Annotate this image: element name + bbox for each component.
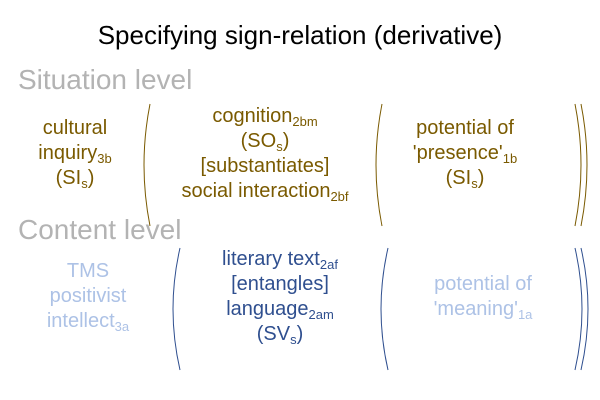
- subscript: 2am: [308, 307, 334, 322]
- subscript: 3b: [97, 151, 112, 166]
- subscript: 3a: [114, 319, 130, 334]
- subscript: 2bm: [292, 114, 318, 129]
- subscript: 2af: [319, 257, 338, 272]
- term-line: literary text2af: [222, 248, 338, 272]
- term-line: potential of: [416, 117, 514, 139]
- term-line: (SIs): [55, 167, 95, 191]
- term-line: [substantiates]: [200, 155, 330, 177]
- situation-interpretant: cultural inquiry3b(SIs): [38, 116, 111, 191]
- content-left-paren: [172, 247, 181, 371]
- term-line: intellect3a: [46, 310, 130, 334]
- term-line: social interaction2bf: [181, 180, 349, 204]
- term-line: (SIs): [445, 167, 485, 191]
- content-inner-paren: [380, 247, 389, 371]
- content-sign: potential of 'meaning'1a: [434, 272, 533, 322]
- term-line: 'presence'1b: [412, 142, 518, 166]
- subscript: 2bf: [330, 189, 349, 204]
- situation-object: cognition2bm(SOs)[substantiates] social i…: [181, 104, 348, 204]
- subscript: s: [81, 176, 88, 191]
- content-interpretant: TMS positivist intellect3a: [47, 259, 129, 334]
- term-line: [entangles]: [231, 273, 329, 295]
- term-line: 'meaning'1a: [433, 298, 533, 322]
- content-right-paren-2: [580, 247, 589, 371]
- term-line: TMS: [66, 260, 110, 282]
- term-line: (SVs): [256, 323, 304, 347]
- subscript: s: [276, 139, 283, 154]
- term-line: potential of: [434, 273, 532, 295]
- subscript: s: [290, 332, 297, 347]
- situation-level-label: Situation level: [18, 64, 193, 95]
- diagram-title: Specifying sign-relation (derivative): [97, 20, 503, 50]
- term-line: cultural: [42, 117, 108, 139]
- term-line: cognition2bm: [212, 105, 318, 129]
- content-right-paren-1: [574, 247, 583, 371]
- situation-inner-paren: [375, 103, 383, 227]
- situation-left-paren: [143, 103, 151, 227]
- term-line: language2am: [226, 298, 334, 322]
- term-line: (SOs): [240, 130, 290, 154]
- situation-right-paren-2: [580, 103, 588, 227]
- term-line: inquiry3b: [38, 142, 112, 166]
- situation-right-paren-1: [574, 103, 582, 227]
- subscript: s: [471, 176, 478, 191]
- situation-sign: potential of 'presence'1b(SIs): [413, 116, 517, 191]
- content-level-label: Content level: [18, 214, 182, 245]
- subscript: 1a: [517, 307, 533, 322]
- content-object: literary text2af[entangles] language2am(S…: [222, 247, 338, 347]
- term-line: positivist: [49, 285, 127, 307]
- subscript: 1b: [502, 151, 518, 166]
